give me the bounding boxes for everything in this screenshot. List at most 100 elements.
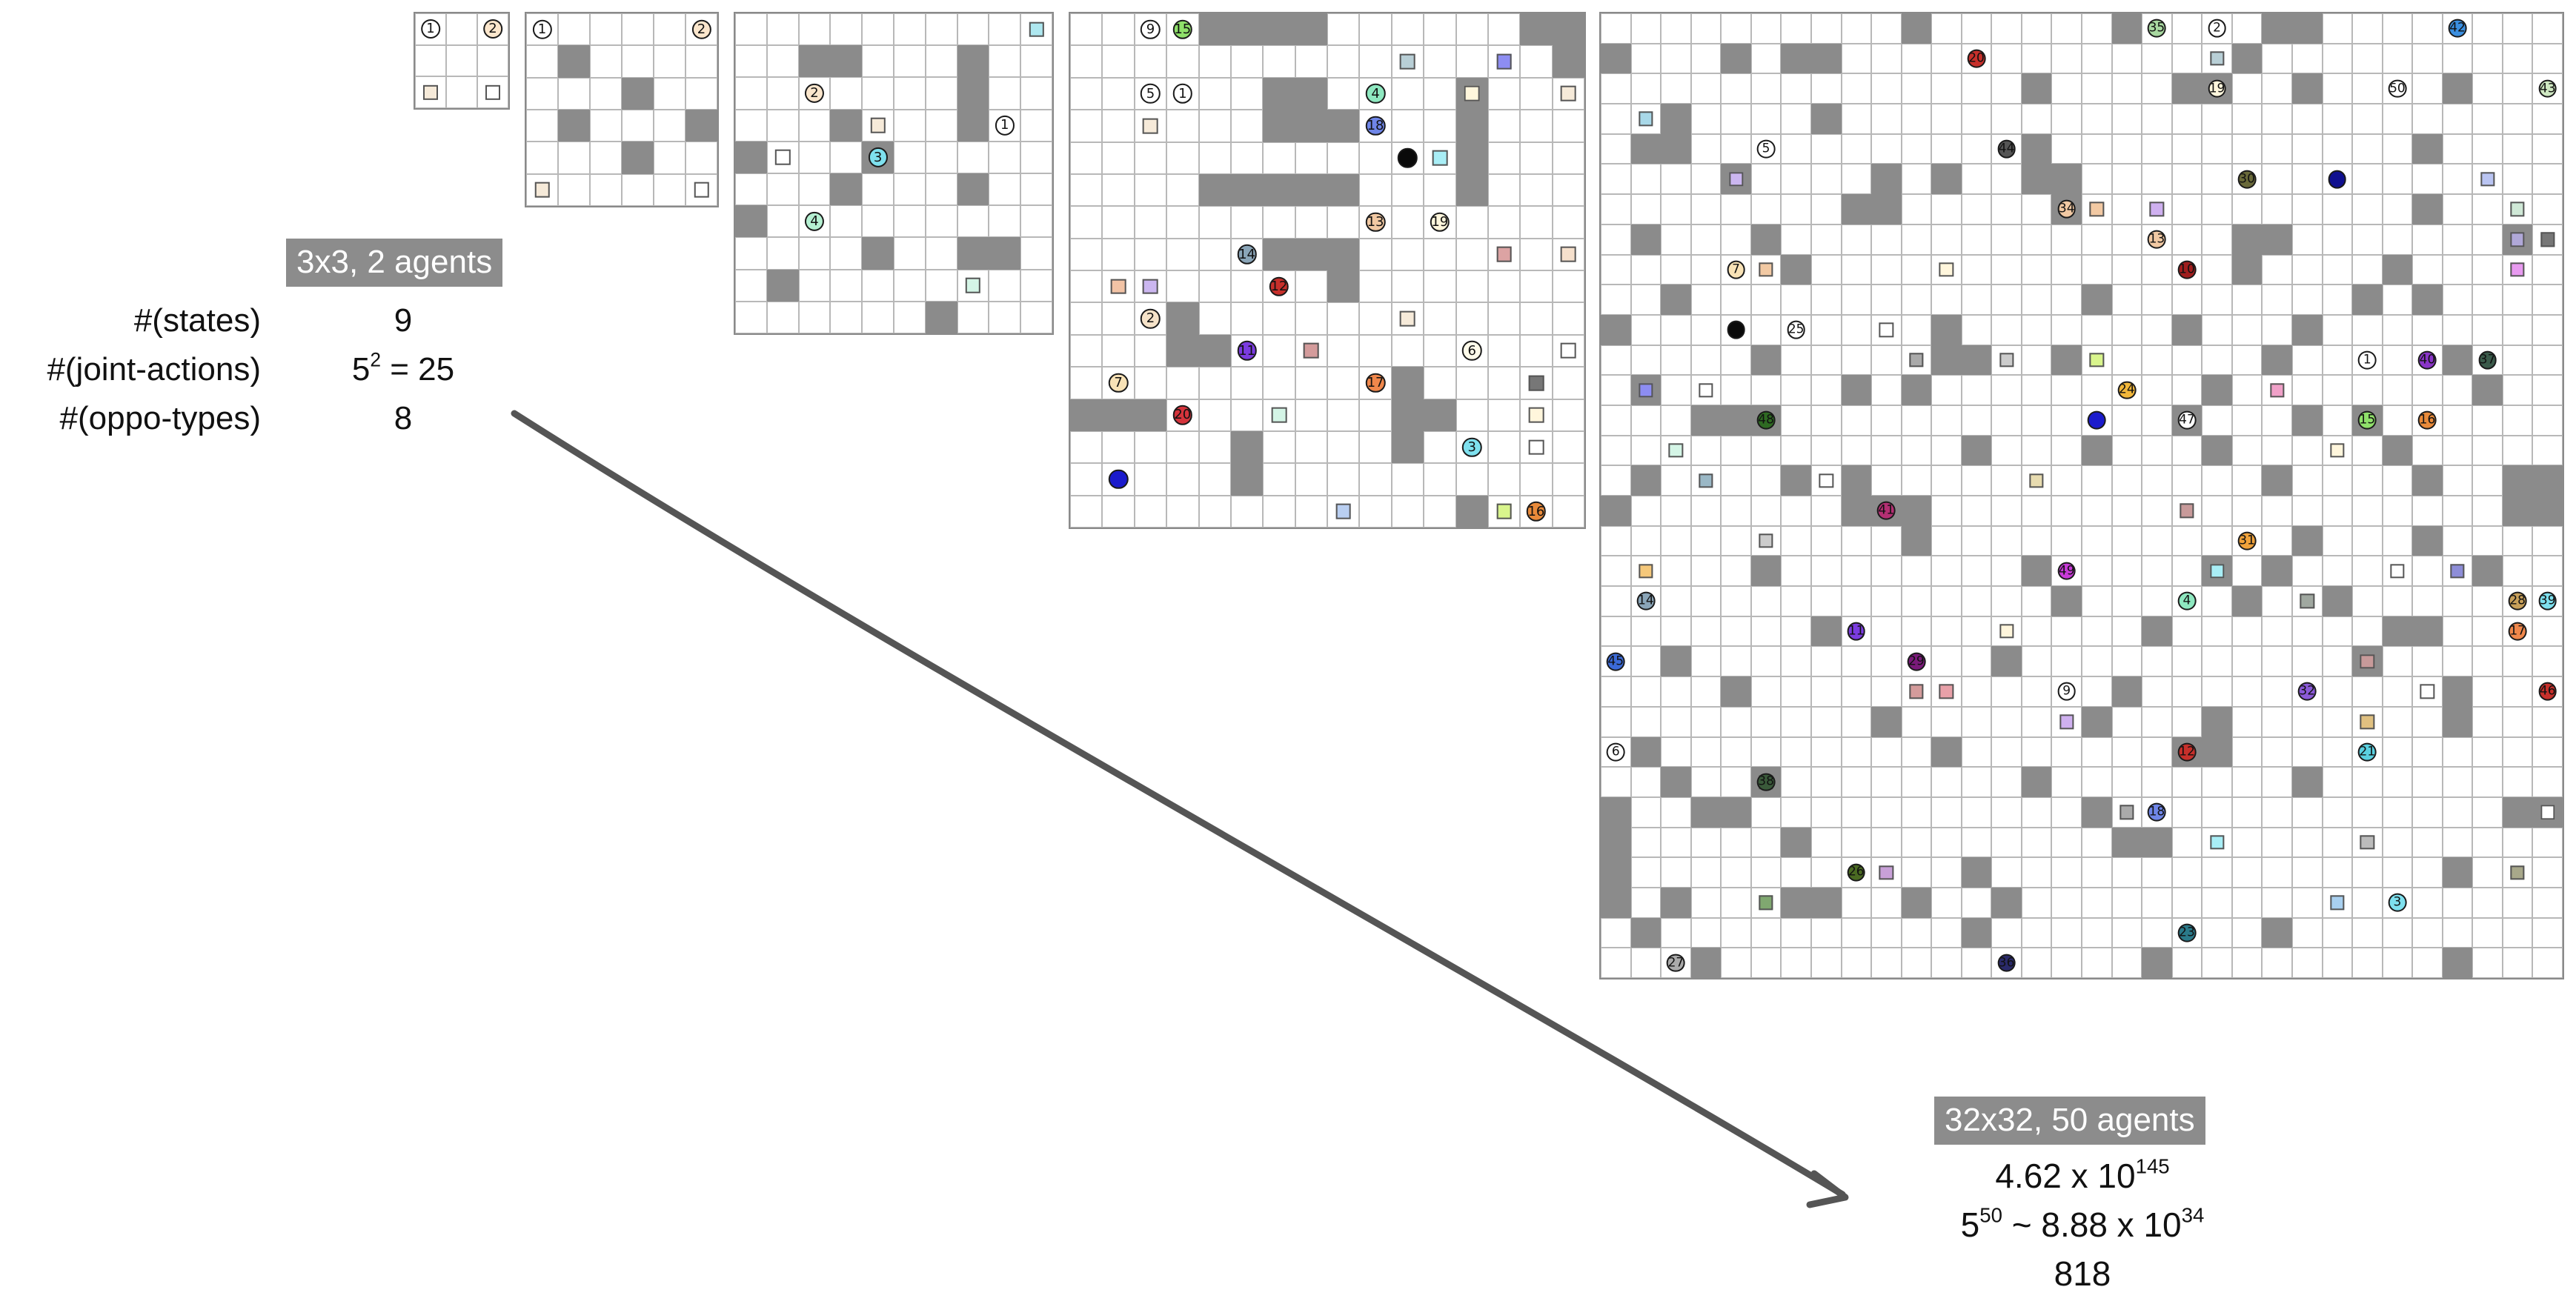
goal-square	[1400, 310, 1415, 327]
grid-cell	[1721, 73, 1751, 104]
agent-marker: 16	[1526, 502, 1547, 522]
grid-cell	[1327, 77, 1360, 110]
grid-cell	[798, 13, 831, 46]
wall-cell	[1455, 173, 1488, 207]
grid-cell	[1690, 104, 1722, 134]
grid-cell	[1520, 142, 1553, 174]
goal-square	[1728, 172, 1744, 187]
grid-cell	[1327, 399, 1360, 431]
agent-marker: 1	[1172, 84, 1193, 104]
grid-cell	[862, 173, 894, 206]
grid-cell	[1070, 367, 1103, 399]
grid-cell	[1961, 104, 1992, 134]
wall-cell	[862, 237, 894, 270]
grid-cell: 20	[1961, 43, 1992, 74]
grid-cell	[1690, 133, 1722, 164]
grid-cell	[1520, 45, 1553, 78]
grid-cell	[766, 45, 799, 78]
grid-cell	[2532, 43, 2563, 74]
grid-cell	[2382, 133, 2413, 164]
grid-cell	[1487, 206, 1521, 239]
goal-square	[1400, 53, 1415, 70]
grid-cell	[1991, 104, 2022, 134]
grid-cell	[1070, 270, 1103, 303]
grid-cell	[1901, 43, 1932, 74]
grid-cell	[1295, 463, 1327, 496]
grid-cell	[1102, 173, 1135, 207]
grid-cell	[1487, 302, 1521, 335]
goal-square	[1464, 86, 1480, 102]
grid-cell	[893, 13, 926, 46]
grid-cell: 20	[1166, 399, 1199, 431]
grid-cell	[1487, 399, 1521, 431]
grid-cell	[1661, 164, 1691, 195]
wall-cell	[1630, 133, 1662, 164]
agent-marker: 1	[532, 19, 552, 39]
grid-cell	[1455, 302, 1488, 335]
grid-cell	[862, 205, 894, 238]
grid-cell: 5	[1750, 133, 1782, 164]
grid-cell	[925, 109, 957, 142]
grid-cell	[1841, 133, 1872, 164]
goal-square	[1528, 407, 1544, 423]
grid-cell: 1	[526, 13, 558, 46]
grid-cell	[1327, 367, 1360, 399]
grid-cell	[2442, 43, 2473, 74]
agent-marker: 2	[1141, 308, 1161, 329]
grid-cell	[1198, 463, 1231, 496]
goal-square	[1560, 86, 1576, 102]
grid-cell: 1	[1166, 77, 1199, 110]
grid-cell	[893, 237, 926, 270]
wall-cell	[735, 205, 767, 238]
grid-cell	[1102, 13, 1135, 46]
grid-cell	[1750, 13, 1782, 44]
grid-cell	[1359, 302, 1392, 335]
grid-cell	[2202, 43, 2232, 74]
grid-cell	[766, 141, 799, 173]
grid-cell	[654, 13, 686, 46]
grid-cell: 4	[798, 205, 831, 238]
agent-marker: 7	[1108, 373, 1129, 393]
grid-cell	[1070, 77, 1103, 110]
grid-cell	[2291, 43, 2323, 74]
grid-cell	[1198, 238, 1231, 270]
grid-cell	[957, 269, 989, 302]
large-stat-states: 4.62 x 10145	[1995, 1154, 2170, 1195]
grid-cell	[590, 173, 622, 206]
grid-cell	[1601, 164, 1631, 195]
grid-cell	[1991, 164, 2022, 195]
grid-cell	[1552, 463, 1584, 496]
grid-cell	[1391, 495, 1424, 528]
grid-cell	[1020, 173, 1052, 206]
grid-cell	[1841, 73, 1872, 104]
wall-cell	[830, 173, 863, 206]
grid-cell	[1901, 104, 1932, 134]
wall-cell	[1230, 430, 1264, 464]
grid-cell	[686, 45, 717, 78]
grid-cell: 2	[2202, 13, 2232, 44]
grid-cell	[1070, 173, 1103, 207]
grid-cell: 16	[1520, 495, 1553, 528]
grid-cell	[1102, 302, 1135, 335]
grid-cell	[2322, 13, 2353, 44]
goal-square	[870, 117, 886, 133]
grid-cell	[2082, 13, 2112, 44]
grid-cell	[1601, 13, 1631, 44]
goal-square	[774, 150, 791, 165]
wall-cell	[1520, 13, 1553, 46]
grid-cell	[446, 76, 477, 108]
agent-marker: 5	[1141, 84, 1161, 104]
grid-cell	[2171, 133, 2202, 164]
grid-cell	[1198, 430, 1231, 464]
grid-cell	[1424, 367, 1456, 399]
grid-cell	[1520, 430, 1553, 464]
grid-cell	[415, 44, 446, 77]
grid-cell	[1991, 13, 2022, 44]
grid-cell	[1901, 133, 1932, 164]
grid-cell	[1424, 495, 1456, 528]
grid-cell	[798, 301, 831, 333]
grid-cell	[2412, 43, 2443, 74]
wall-cell: 19	[2202, 73, 2232, 104]
grid-cell	[735, 237, 767, 270]
grid-cell	[1230, 367, 1264, 399]
